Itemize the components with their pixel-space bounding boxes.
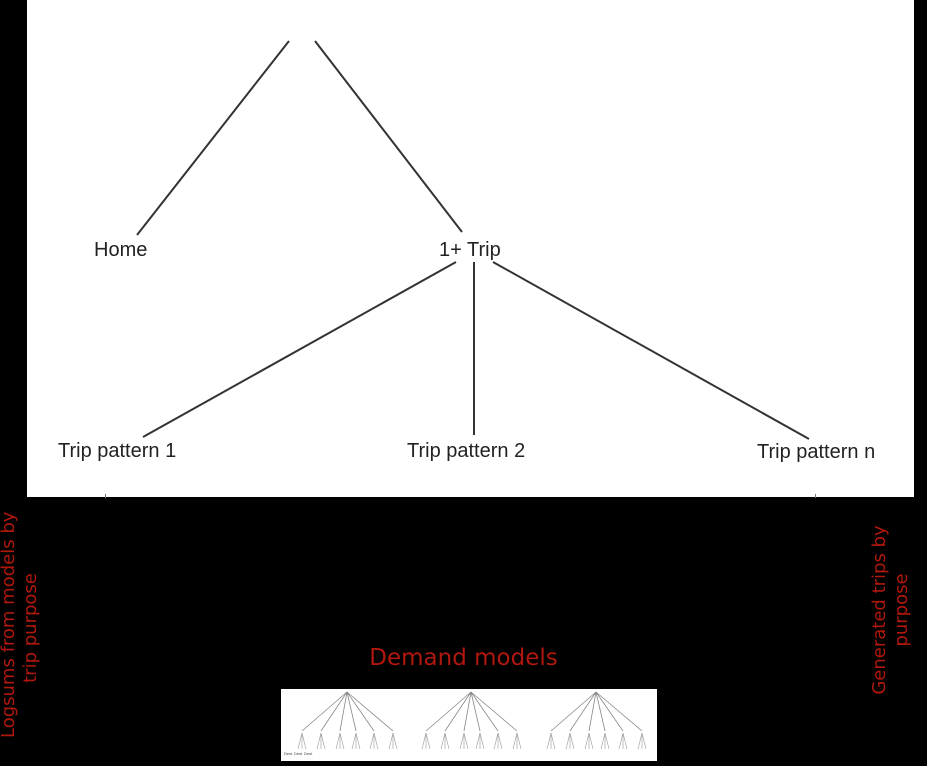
thumb-subedge: [425, 732, 431, 750]
thumb-subedge: [618, 732, 624, 750]
thumb-subedge: [316, 732, 322, 750]
thumb-subedge: [479, 732, 485, 750]
thumb-subedge: [373, 732, 379, 750]
thumb-subedge: [622, 732, 628, 750]
thumb-subedge: [475, 732, 481, 750]
label-logsums-line-2: trip purpose: [20, 573, 41, 683]
thumb-subedge: [339, 732, 345, 750]
tree-panel: Home 1+ Trip Trip pattern 1 Trip pattern…: [27, 0, 914, 497]
thumb-subedge: [440, 732, 446, 750]
thumb-edge: [470, 691, 481, 732]
thumb-subedge: [641, 732, 647, 750]
thumb-subedge: [301, 732, 307, 750]
thumb-subedge: [493, 732, 499, 750]
label-generated-trips: Generated trips by purpose: [869, 520, 913, 700]
thumb-subedge: [388, 732, 394, 750]
edge-trip-patternn: [492, 261, 810, 440]
thumb-subedge: [297, 732, 303, 750]
thumb-subedge: [320, 732, 326, 750]
node-trip-pattern-2: Trip pattern 2: [407, 440, 526, 462]
tree-diagram: [136, 40, 810, 440]
thumb-edge: [463, 691, 472, 732]
thumb-edge: [346, 691, 394, 732]
thumb-subedge: [351, 732, 357, 750]
thumb-subedge: [459, 732, 465, 750]
thumb-edge: [425, 691, 472, 732]
thumb-subedge: [637, 732, 643, 750]
demand-models-title: Demand models: [369, 645, 558, 671]
node-trip-pattern-n: Trip pattern n: [757, 441, 876, 463]
thumbnail-trees: [297, 691, 647, 750]
thumb-edge: [320, 691, 348, 732]
label-logsums-line-1: Logsums from models by: [0, 511, 19, 738]
thumb-edge: [595, 691, 606, 732]
thumb-edge: [550, 691, 597, 732]
thumb-subedge: [463, 732, 469, 750]
label-generated-line-2: purpose: [891, 573, 912, 647]
thumb-tiny-label-3: Dest: [304, 751, 313, 756]
node-home: Home: [94, 239, 148, 261]
thumb-subedge: [546, 732, 552, 750]
thumb-subedge: [444, 732, 450, 750]
thumb-edge: [346, 691, 357, 732]
thumb-tiny-label-1: Dest: [284, 751, 293, 756]
edge-root-trip: [314, 40, 463, 233]
thumb-edge: [346, 691, 375, 732]
tick-left: [105, 494, 106, 498]
thumb-subedge: [600, 732, 606, 750]
label-generated-line-1: Generated trips by: [869, 525, 890, 695]
thumb-subedge: [421, 732, 427, 750]
edge-root-home: [136, 40, 290, 236]
thumb-edge: [339, 691, 348, 732]
thumb-edge: [595, 691, 643, 732]
thumb-tiny-label-2: Dest: [294, 751, 303, 756]
label-logsums: Logsums from models by trip purpose: [0, 511, 42, 738]
thumb-edge: [444, 691, 472, 732]
thumb-subedge: [335, 732, 341, 750]
thumb-subedge: [584, 732, 590, 750]
thumb-edge: [588, 691, 597, 732]
thumb-edge: [470, 691, 499, 732]
thumb-subedge: [392, 732, 398, 750]
tick-right: [815, 494, 816, 498]
thumb-edge: [569, 691, 597, 732]
thumb-subedge: [497, 732, 503, 750]
edge-trip-pattern1: [142, 261, 457, 438]
thumb-subedge: [369, 732, 375, 750]
thumb-subedge: [604, 732, 610, 750]
demand-model-thumbnails: Dest Dest Dest: [281, 689, 657, 761]
thumb-edge: [595, 691, 624, 732]
thumb-subedge: [550, 732, 556, 750]
node-trip-pattern-1: Trip pattern 1: [58, 440, 177, 462]
node-one-plus-trip: 1+ Trip: [439, 239, 501, 261]
thumb-edge: [470, 691, 518, 732]
thumb-edge: [301, 691, 348, 732]
thumb-subedge: [569, 732, 575, 750]
thumb-subedge: [516, 732, 522, 750]
thumb-subedge: [588, 732, 594, 750]
thumb-subedge: [355, 732, 361, 750]
thumb-subedge: [512, 732, 518, 750]
thumb-subedge: [565, 732, 571, 750]
